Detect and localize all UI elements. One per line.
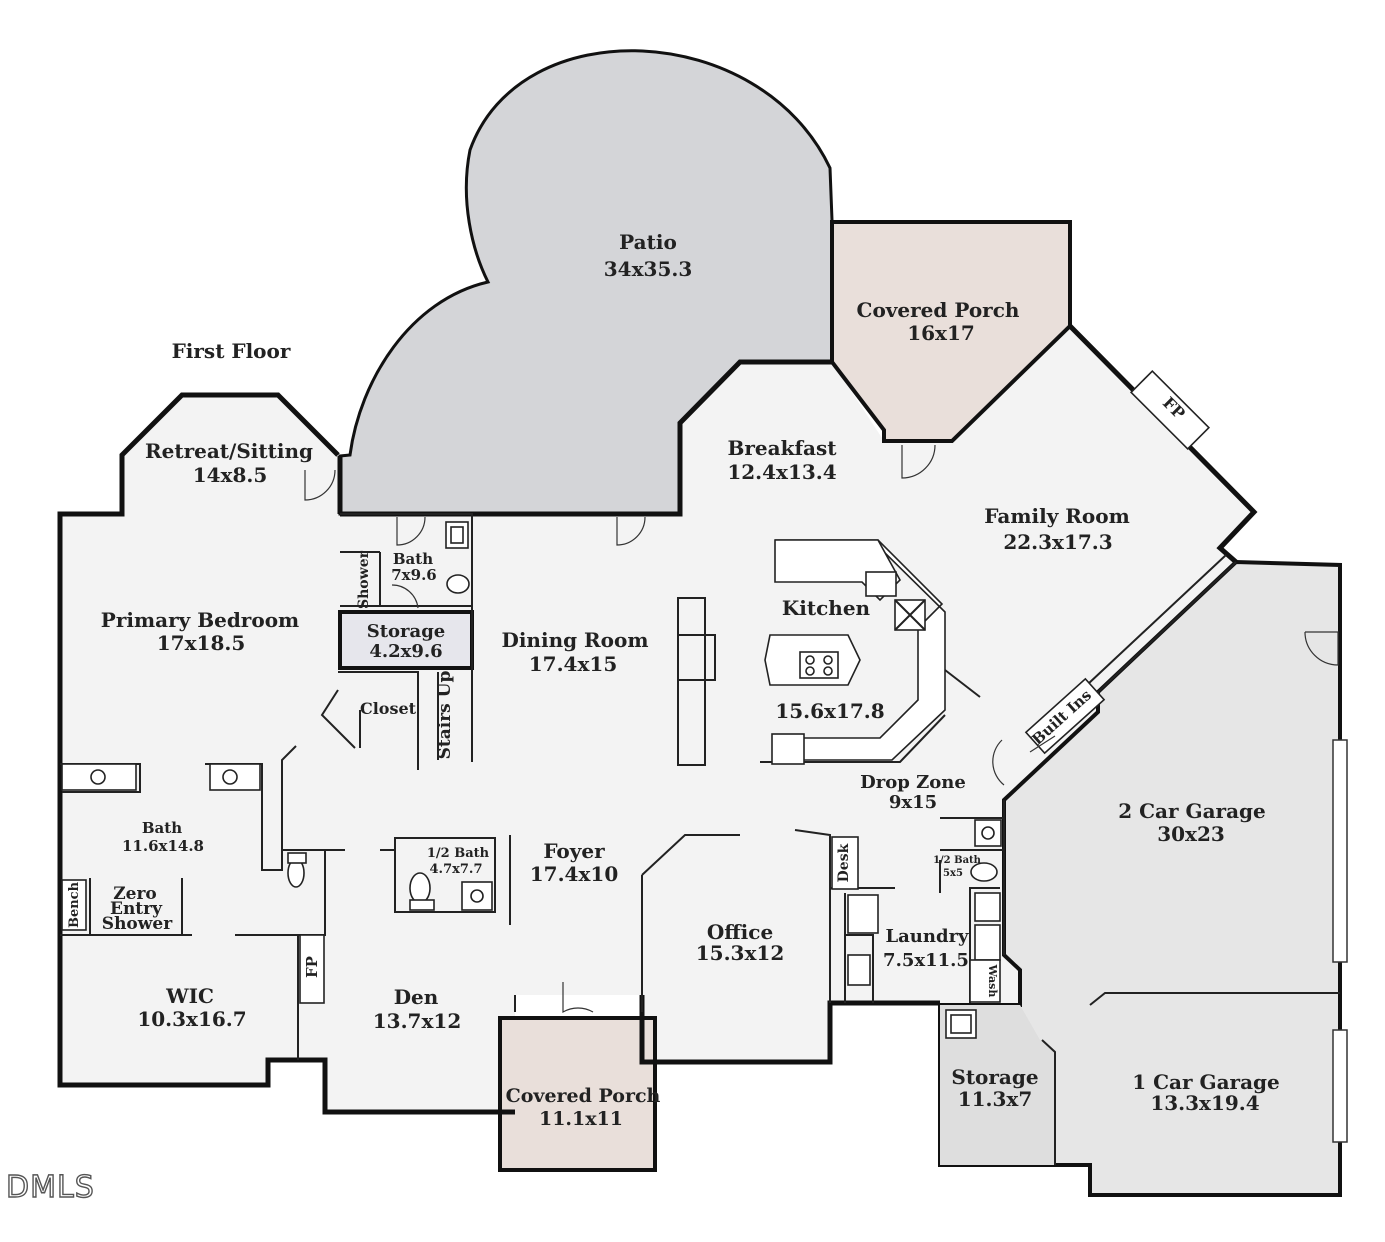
door-swings (304, 444, 1339, 1014)
half-bath-size: 4.7x7.7 (430, 862, 483, 877)
fp-den-box (299, 934, 325, 1004)
half-bath-walls (380, 835, 511, 925)
drop-zone-name: Drop Zone (860, 772, 966, 793)
half-bath-name: 1/2 Bath (427, 846, 490, 861)
exterior-wall-south (639, 995, 940, 1065)
zero-entry-line-1: Zero (113, 884, 157, 904)
exterior-wall-west (57, 392, 515, 1115)
bath-small-name: Bath (393, 550, 433, 568)
patio-name: Patio (619, 230, 677, 254)
foyer-name: Foyer (543, 839, 605, 863)
patio-size: 34x35.3 (604, 257, 692, 281)
kitchen-size: 15.6x17.8 (775, 699, 884, 723)
family-room-size: 22.3x17.3 (1003, 530, 1112, 554)
dining-room-name: Dining Room (501, 628, 648, 652)
zero-entry-line-2: Entry (110, 899, 163, 919)
stairs-label: Stairs Up (435, 671, 455, 760)
garage1-size: 13.3x19.4 (1150, 1091, 1259, 1115)
dining-partition (677, 597, 716, 766)
breakfast-name: Breakfast (727, 436, 837, 460)
covered-porch-rear (830, 220, 1072, 443)
exterior-wall-garage-link (1087, 554, 1237, 693)
retreat-size: 14x8.5 (193, 463, 268, 487)
wic-name: WIC (165, 984, 214, 1008)
den-size: 13.7x12 (373, 1009, 461, 1033)
desk-label: Desk (836, 843, 852, 882)
bath-small-size: 7x9.6 (391, 566, 436, 584)
office-size: 15.3x12 (696, 941, 784, 965)
patio-area (338, 49, 834, 516)
family-room-name: Family Room (984, 504, 1129, 528)
den-name: Den (394, 985, 439, 1009)
half-bath-small-name: 1/2 Bath (933, 855, 982, 866)
laundry-size: 7.5x11.5 (883, 950, 969, 971)
floor-title: First Floor (172, 339, 291, 363)
garage-door-1car (1332, 1029, 1348, 1143)
wash-label: Wash (986, 964, 999, 998)
covered-porch-rear-name: Covered Porch (857, 298, 1020, 322)
storage-garage-name: Storage (951, 1065, 1038, 1089)
kitchen-name: Kitchen (782, 596, 871, 620)
breakfast-size: 12.4x13.4 (727, 460, 836, 484)
fixtures (61, 521, 1002, 1039)
bench-box (61, 879, 87, 931)
wash-box (969, 959, 1001, 1003)
closet-label: Closet (360, 699, 417, 718)
laundry-name: Laundry (885, 926, 969, 947)
closet-walls (320, 668, 473, 770)
garage-door-2car (1332, 739, 1348, 963)
zero-entry-line-3: Shower (102, 914, 173, 934)
primary-bath-size: 11.6x14.8 (122, 837, 204, 855)
covered-porch-front-name: Covered Porch (506, 1085, 661, 1107)
garage1-name: 1 Car Garage (1132, 1070, 1280, 1094)
covered-porch-rear-size: 16x17 (907, 321, 975, 345)
storage-inner-name: Storage (367, 621, 446, 642)
garage2-name: 2 Car Garage (1118, 799, 1266, 823)
built-ins-box (1024, 677, 1106, 755)
exterior-wall-north (340, 359, 832, 517)
garage-storage (940, 1005, 1055, 1165)
covered-porch-front (498, 1016, 657, 1172)
covered-porch-front-size: 11.1x11 (539, 1108, 623, 1130)
bath-walls (340, 513, 473, 668)
storage-inner (338, 610, 474, 670)
wic-size: 10.3x16.7 (137, 1007, 246, 1031)
drop-zone-size: 9x15 (889, 792, 937, 813)
kitchen-wall-angle (760, 669, 981, 763)
desk-box (831, 836, 859, 890)
shower-label: Shower (356, 550, 372, 609)
storage-garage-size: 11.3x7 (958, 1087, 1033, 1111)
laundry-walls (844, 817, 1004, 1003)
half-bath-small-size: 5x5 (943, 868, 963, 879)
primary-bath-walls (60, 745, 345, 1060)
fp-family (1129, 369, 1211, 451)
bench-label: Bench (67, 881, 82, 928)
office-name: Office (707, 920, 773, 944)
office-walls (514, 829, 895, 1012)
foyer-size: 17.4x10 (530, 862, 618, 886)
fp-den-label: FP (303, 956, 321, 978)
retreat-name: Retreat/Sitting (145, 439, 313, 463)
interior-floor (60, 326, 1254, 1112)
garage-divider (1041, 992, 1340, 1165)
primary-bedroom-name: Primary Bedroom (101, 608, 299, 632)
dmls-watermark: DMLS (6, 1170, 95, 1205)
primary-bath-name: Bath (142, 819, 182, 837)
primary-bedroom-size: 17x18.5 (157, 631, 245, 655)
dining-room-size: 17.4x15 (529, 652, 617, 676)
garage2-size: 30x23 (1157, 822, 1225, 846)
storage-inner-size: 4.2x9.6 (369, 641, 442, 662)
